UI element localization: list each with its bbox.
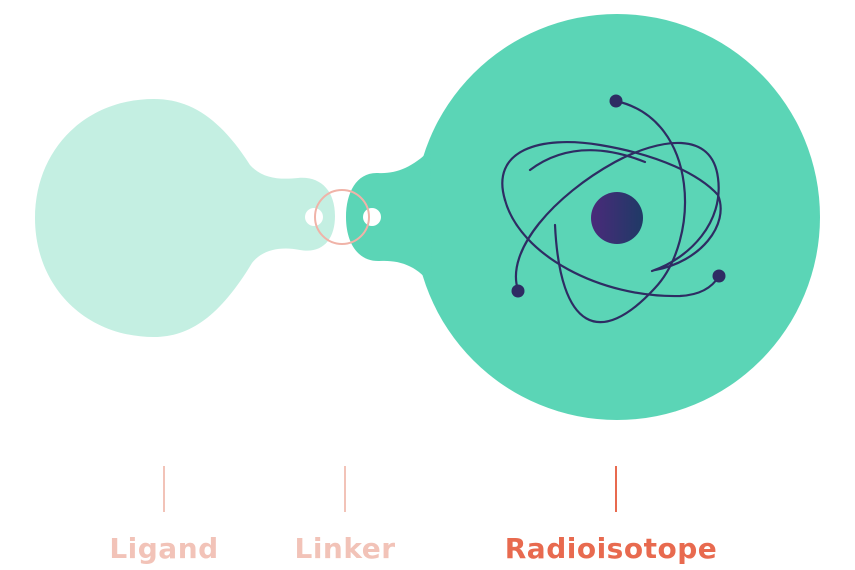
radioisotope-shape [346,14,820,420]
ligand-shape [35,99,335,337]
atom-icon [501,99,722,324]
electron [712,269,726,283]
electron-orbit [503,198,721,298]
electron [511,284,525,298]
radioisotope-label: Radioisotope [504,532,718,565]
ligand-label: Ligand [109,532,219,565]
linker-label: Linker [294,532,396,565]
electron-orbit [515,141,720,292]
electron-orbit [528,149,647,172]
linker-tick [344,466,346,512]
electron-orbit [501,141,722,272]
linker-ring [314,189,370,245]
radioisotope-bond-hole [363,208,381,226]
electron-orbit [553,99,687,324]
conjugate-diagram [35,14,820,420]
electron [609,94,623,108]
ligand-tick [163,466,165,512]
nucleus [591,192,643,244]
radioisotope-tick [615,466,617,512]
